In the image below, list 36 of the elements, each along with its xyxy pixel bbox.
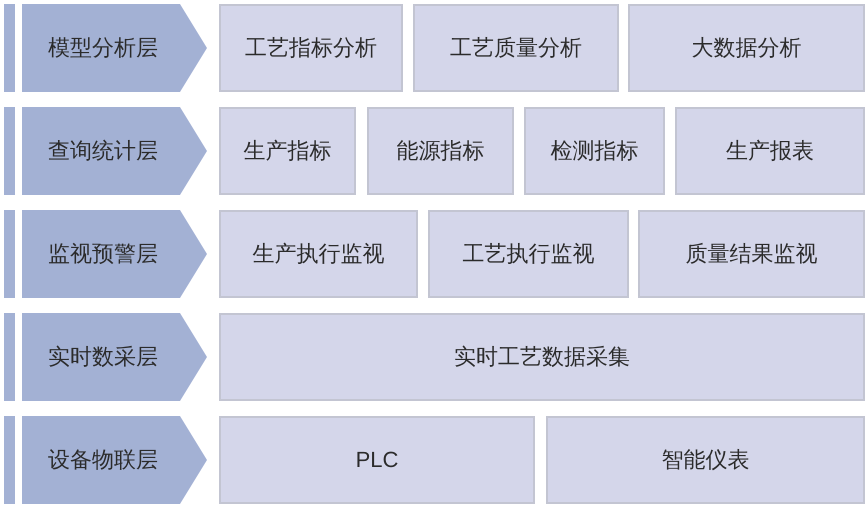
module-label: 大数据分析 bbox=[692, 34, 802, 62]
module-box bbox=[428, 210, 629, 298]
module-box bbox=[546, 416, 865, 504]
layer-label: 模型分析层 bbox=[48, 34, 158, 62]
module-box bbox=[367, 107, 514, 195]
module-box bbox=[219, 107, 356, 195]
module-box bbox=[675, 107, 865, 195]
layer-label: 实时数采层 bbox=[48, 343, 158, 371]
layer-label: 监视预警层 bbox=[48, 240, 158, 268]
module-label: 生产执行监视 bbox=[252, 240, 384, 268]
module-label: 能源指标 bbox=[396, 137, 484, 165]
module-box bbox=[219, 210, 418, 298]
module-label: 质量结果监视 bbox=[686, 240, 818, 268]
module-label: 生产报表 bbox=[726, 137, 814, 165]
module-label: 工艺质量分析 bbox=[450, 34, 582, 62]
layer-header bbox=[22, 416, 207, 504]
layer-header bbox=[22, 4, 207, 92]
module-label: 工艺指标分析 bbox=[245, 34, 377, 62]
module-box bbox=[219, 416, 535, 504]
module-label: 生产指标 bbox=[244, 137, 332, 165]
layer-header bbox=[22, 210, 207, 298]
module-label: 实时工艺数据采集 bbox=[454, 343, 630, 371]
layer-label: 设备物联层 bbox=[48, 446, 158, 474]
module-label: 智能仪表 bbox=[662, 446, 750, 474]
module-label: PLC bbox=[356, 446, 398, 474]
module-box bbox=[219, 4, 403, 92]
module-box bbox=[413, 4, 619, 92]
module-box bbox=[524, 107, 665, 195]
module-box bbox=[628, 4, 865, 92]
layer-label: 查询统计层 bbox=[48, 137, 158, 165]
module-label: 检测指标 bbox=[550, 137, 638, 165]
module-box bbox=[219, 313, 865, 401]
module-box bbox=[638, 210, 865, 298]
layer-header bbox=[22, 107, 207, 195]
module-label: 工艺执行监视 bbox=[462, 240, 594, 268]
layer-header bbox=[22, 313, 207, 401]
